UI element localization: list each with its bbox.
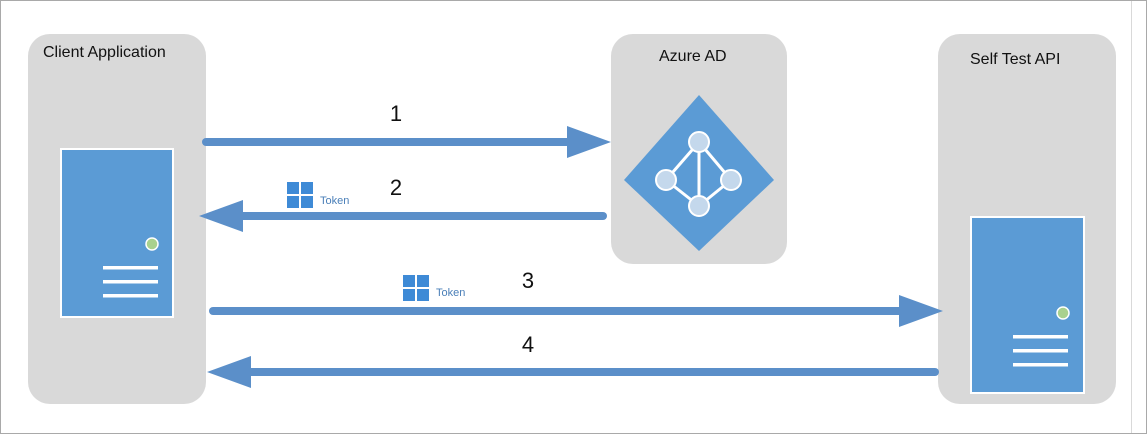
client-application-title: Client Application: [43, 44, 166, 61]
step-3-label: 3: [522, 268, 534, 293]
arrow-4: [207, 356, 939, 388]
api-server-icon: [970, 216, 1085, 394]
step-1-label: 1: [390, 101, 402, 126]
arrow-1: [202, 126, 611, 158]
token-label: Token: [320, 195, 349, 207]
azure-ad-icon: [624, 95, 774, 251]
token-label: Token: [436, 287, 465, 299]
token-icon: [403, 275, 429, 301]
client-server-icon: [60, 148, 174, 318]
frame-divider: [1131, 1, 1132, 433]
token-icon: [287, 182, 313, 208]
self-test-api-title: Self Test API: [970, 51, 1061, 68]
azure-ad-title: Azure AD: [659, 48, 727, 65]
step-4-label: 4: [522, 332, 534, 357]
arrow-3: [209, 295, 943, 327]
arrow-2: [199, 200, 607, 232]
step-2-label: 2: [390, 175, 402, 200]
